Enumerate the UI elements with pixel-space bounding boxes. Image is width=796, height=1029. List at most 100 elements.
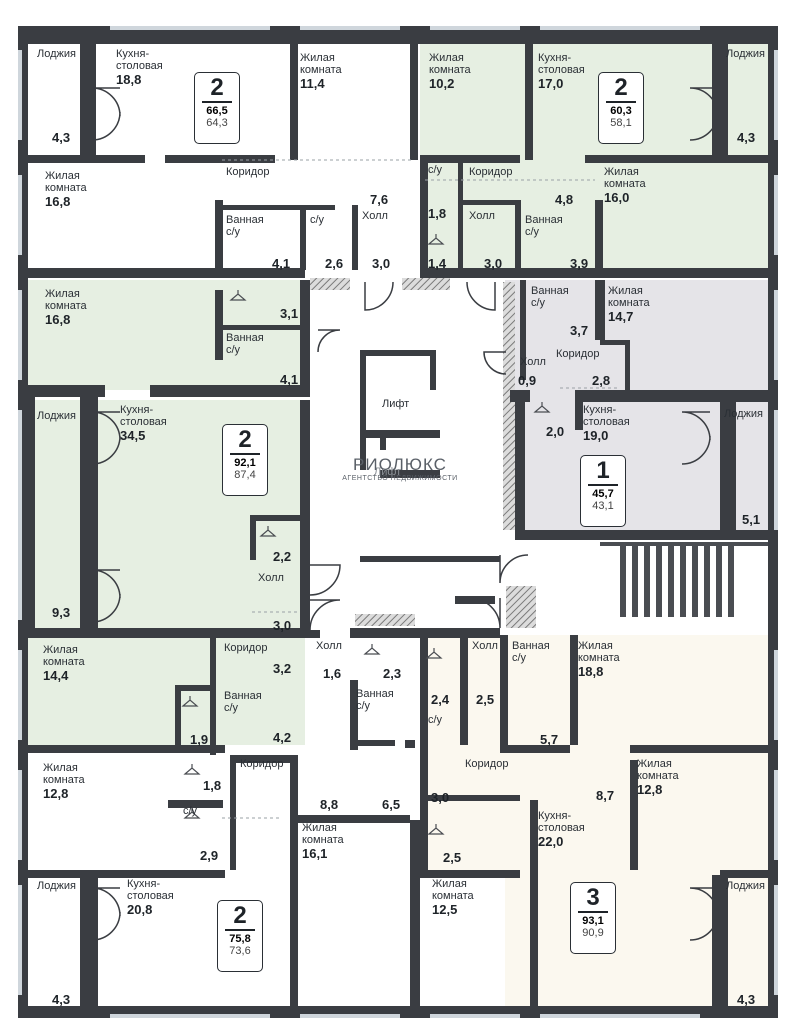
room-area: 3,0	[372, 256, 391, 271]
window	[300, 26, 400, 30]
room-area: 6,5	[382, 797, 401, 812]
room-area: 3,0	[431, 790, 450, 805]
wall	[410, 820, 420, 1010]
stair-step	[692, 545, 698, 617]
wall	[175, 685, 181, 745]
closet-area: 3,1	[280, 306, 299, 321]
wall	[405, 740, 415, 748]
window	[540, 26, 700, 30]
room-label: с/у	[428, 164, 443, 176]
room-label: Холл	[472, 640, 498, 652]
apartment-living-area: 73,6	[229, 945, 251, 957]
apartment-rooms: 2	[210, 74, 224, 101]
room-label: Лоджия	[726, 880, 765, 892]
wall	[215, 205, 335, 210]
hanger-icon	[259, 526, 277, 537]
wall	[360, 430, 440, 438]
wall	[168, 800, 223, 808]
wall	[215, 200, 223, 270]
closet-area: 2,5	[443, 850, 462, 865]
room-area: 2,9	[200, 848, 219, 863]
stair-step	[704, 545, 710, 617]
wall	[430, 350, 436, 390]
wall	[460, 635, 468, 745]
wall	[25, 395, 35, 635]
room-area: 5,7	[540, 732, 559, 747]
wall	[630, 745, 775, 753]
wall	[300, 280, 310, 390]
agency-watermark: РИОЛЮКС АГЕНТСТВО НЕДВИЖИМОСТИ	[330, 455, 470, 482]
room-area: 9,3	[52, 605, 71, 620]
room-label: Ванная с/у	[356, 688, 394, 712]
wall	[720, 870, 775, 878]
shaft-hatch	[310, 278, 350, 290]
room-area: 5,1	[742, 512, 761, 527]
window	[18, 290, 22, 380]
window	[774, 410, 778, 530]
room-area: 4,3	[52, 130, 71, 145]
wall	[458, 160, 463, 270]
room-area: 2,6	[325, 256, 344, 271]
wall	[712, 875, 728, 1010]
wall	[570, 635, 578, 745]
hanger-icon	[427, 824, 445, 835]
wall	[230, 755, 290, 763]
room-area: 3,0	[484, 256, 503, 271]
wall	[500, 635, 508, 745]
wall	[80, 875, 98, 1010]
wall	[25, 155, 145, 163]
window	[540, 1014, 700, 1018]
room-label: Лоджия	[726, 48, 765, 60]
room-area: 3,9	[570, 256, 589, 271]
lift-label: Лифт	[382, 398, 410, 410]
wall	[25, 870, 225, 878]
balcony-door	[689, 887, 719, 941]
wall	[600, 340, 630, 345]
closet-area: 1,8	[203, 778, 222, 793]
balcony-door	[91, 87, 121, 141]
window	[110, 26, 270, 30]
room-label: Ванная с/у	[512, 640, 550, 664]
room-label: Коридор	[226, 166, 270, 178]
wall	[575, 395, 583, 430]
wall	[290, 40, 298, 160]
room-label: Ванная с/у	[531, 285, 569, 309]
wall	[515, 395, 525, 535]
apartment-badge: 2 92,1 87,4	[222, 424, 268, 496]
wall	[458, 200, 518, 205]
window	[18, 410, 22, 620]
room-area: 3,2	[273, 661, 292, 676]
wall	[630, 760, 638, 870]
wall	[712, 40, 728, 160]
hanger-icon	[183, 764, 201, 775]
window	[774, 885, 778, 995]
window	[300, 1014, 400, 1018]
stair-step	[644, 545, 650, 617]
room-label: Лоджия	[37, 410, 76, 422]
shaft-hatch	[506, 586, 536, 628]
room-area: 3,7	[570, 323, 589, 338]
wall	[250, 515, 256, 560]
wall	[360, 350, 366, 470]
wall	[410, 40, 418, 160]
window	[18, 50, 22, 140]
wall	[595, 200, 603, 270]
room-label: Холл	[520, 356, 546, 368]
closet-area: 1,9	[190, 732, 209, 747]
wall	[350, 680, 358, 750]
apartment-living-area: 58,1	[610, 117, 632, 129]
balcony-door	[689, 87, 719, 141]
window	[774, 650, 778, 740]
door-swing	[499, 554, 529, 584]
room-area: 2,5	[476, 692, 495, 707]
stair-frame	[600, 542, 770, 546]
room-area: 4,2	[273, 730, 292, 745]
